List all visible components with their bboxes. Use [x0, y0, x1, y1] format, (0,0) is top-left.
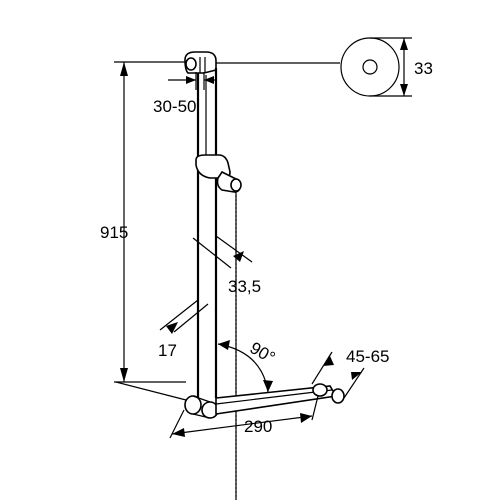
- label-915: 915: [100, 223, 128, 242]
- top-wall-bracket: [184, 51, 340, 74]
- rosette: 33: [340, 37, 433, 97]
- dimension-33-5: 33,5: [192, 235, 261, 296]
- label-45-65: 45-65: [346, 347, 389, 366]
- label-17: 17: [158, 341, 177, 360]
- label-33-5: 33,5: [228, 277, 261, 296]
- vertical-rail: [196, 68, 218, 398]
- lower-wall-bracket: [184, 395, 219, 419]
- dimension-17: 17: [158, 299, 209, 360]
- label-90-degrees: 90°: [247, 338, 279, 367]
- angle-90: 90°: [217, 338, 279, 393]
- dimension-45-65: 45-65: [311, 347, 389, 399]
- grab-bar: [215, 383, 345, 415]
- dimension-30-50: 30-50: [153, 72, 216, 116]
- label-33: 33: [414, 59, 433, 78]
- dimension-915: 915: [100, 61, 186, 383]
- shower-holder: [195, 154, 242, 193]
- label-290: 290: [244, 417, 272, 436]
- label-30-50: 30-50: [153, 97, 196, 116]
- dimension-290: 290: [115, 381, 319, 439]
